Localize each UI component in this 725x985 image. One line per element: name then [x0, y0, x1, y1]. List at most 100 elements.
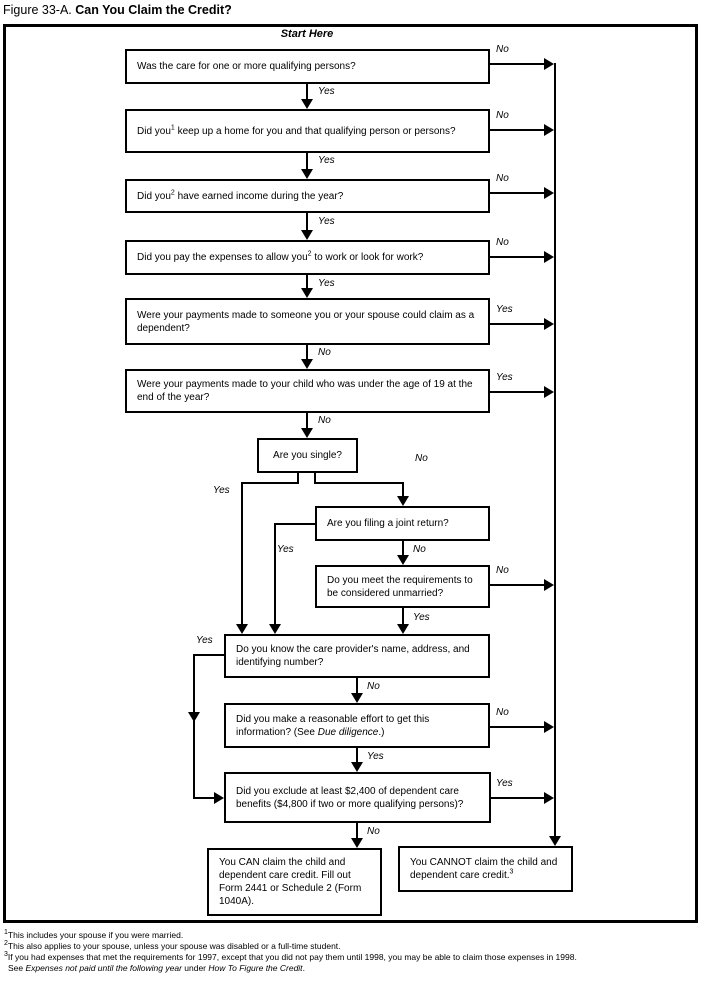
- connector-line: [490, 391, 545, 393]
- footnote-1: 1This includes your spouse if you were m…: [4, 929, 184, 940]
- no-label: No: [496, 707, 509, 718]
- box-payments-dependent: Were your payments made to someone you o…: [125, 298, 490, 345]
- no-label: No: [413, 544, 426, 555]
- box-can-claim: You CAN claim the child and dependent ca…: [207, 848, 382, 916]
- figure-title-prefix: Figure 33-A.: [3, 3, 72, 17]
- connector-line: [490, 192, 545, 194]
- yes-label: Yes: [277, 544, 294, 555]
- connector-line: [491, 797, 545, 799]
- yes-label: Yes: [496, 304, 513, 315]
- box-payments-child-under-19: Were your payments made to your child wh…: [125, 369, 490, 413]
- arrow-head-into-cannot: [549, 836, 561, 846]
- arrow-head: [544, 579, 554, 591]
- no-label: No: [367, 826, 380, 837]
- box-qualifying-persons: Was the care for one or more qualifying …: [125, 49, 490, 84]
- arrow-head: [188, 712, 200, 722]
- arrow-head: [301, 99, 313, 109]
- arrow-head: [301, 359, 313, 369]
- box-pay-expenses: Did you pay the expenses to allow you2 t…: [125, 240, 490, 275]
- box-considered-unmarried: Do you meet the requirements to be consi…: [315, 565, 490, 608]
- arrow-head: [544, 792, 554, 804]
- connector-trunk-line: [554, 63, 556, 838]
- connector-line: [306, 345, 308, 361]
- connector-line: [306, 213, 308, 232]
- connector-line: [356, 823, 358, 840]
- start-here-label: Start Here: [280, 28, 334, 40]
- arrow-head: [397, 496, 409, 506]
- footnote-2: 2This also applies to your spouse, unles…: [4, 940, 341, 951]
- figure-title-bold: Can You Claim the Credit?: [75, 3, 232, 17]
- connector-line: [274, 523, 276, 628]
- no-label: No: [496, 173, 509, 184]
- connector-line: [193, 654, 224, 656]
- arrow-head: [397, 555, 409, 565]
- connector-line: [306, 275, 308, 290]
- connector-line: [490, 584, 545, 586]
- yes-label: Yes: [496, 778, 513, 789]
- connector-line: [306, 413, 308, 430]
- arrow-head: [269, 624, 281, 634]
- box-are-you-single: Are you single?: [257, 438, 358, 473]
- arrow-head: [351, 693, 363, 703]
- yes-label: Yes: [213, 485, 230, 496]
- arrow-head: [544, 124, 554, 136]
- connector-line: [402, 482, 404, 498]
- arrow-head: [351, 838, 363, 848]
- arrow-head: [544, 721, 554, 733]
- no-label: No: [496, 237, 509, 248]
- connector-line: [274, 523, 315, 525]
- yes-label: Yes: [318, 86, 335, 97]
- arrow-head: [236, 624, 248, 634]
- no-label: No: [496, 44, 509, 55]
- connector-line: [402, 541, 404, 557]
- arrow-head: [301, 428, 313, 438]
- yes-label: Yes: [196, 635, 213, 646]
- no-label: No: [496, 565, 509, 576]
- no-label: No: [367, 681, 380, 692]
- connector-line: [297, 473, 299, 484]
- arrow-head: [544, 58, 554, 70]
- yes-label: Yes: [318, 216, 335, 227]
- arrow-head: [301, 230, 313, 240]
- no-label: No: [496, 110, 509, 121]
- arrow-head: [544, 251, 554, 263]
- connector-line: [241, 482, 243, 628]
- connector-line: [356, 678, 358, 695]
- box-keep-up-home: Did you1 keep up a home for you and that…: [125, 109, 490, 153]
- box-exclude-benefits: Did you exclude at least $2,400 of depen…: [224, 772, 491, 823]
- arrow-head: [544, 386, 554, 398]
- connector-line: [490, 323, 545, 325]
- no-label: No: [318, 347, 331, 358]
- arrow-head: [214, 792, 224, 804]
- connector-line: [490, 129, 545, 131]
- connector-line: [314, 482, 404, 484]
- arrow-head: [544, 318, 554, 330]
- footnote-3: 3If you had expenses that met the requir…: [4, 951, 577, 962]
- box-cannot-claim: You CANNOT claim the child and dependent…: [398, 846, 573, 892]
- yes-label: Yes: [367, 751, 384, 762]
- yes-label: Yes: [318, 155, 335, 166]
- yes-label: Yes: [413, 612, 430, 623]
- connector-line: [306, 84, 308, 101]
- connector-line: [490, 63, 545, 65]
- arrow-head: [301, 288, 313, 298]
- connector-line: [193, 797, 216, 799]
- connector-line: [402, 608, 404, 626]
- connector-line: [193, 654, 195, 799]
- arrow-head: [544, 187, 554, 199]
- connector-line: [306, 153, 308, 171]
- yes-label: Yes: [496, 372, 513, 383]
- figure-title: Figure 33-A. Can You Claim the Credit?: [3, 3, 232, 17]
- box-care-provider-info: Do you know the care provider's name, ad…: [224, 634, 490, 678]
- box-earned-income: Did you2 have earned income during the y…: [125, 179, 490, 213]
- arrow-head: [397, 624, 409, 634]
- flowchart-frame: [3, 24, 698, 923]
- connector-line: [490, 256, 545, 258]
- connector-line: [356, 748, 358, 764]
- connector-line: [314, 473, 316, 484]
- arrow-head: [351, 762, 363, 772]
- yes-label: Yes: [318, 278, 335, 289]
- no-label: No: [415, 453, 428, 464]
- footnote-4: See Expenses not paid until the followin…: [8, 963, 305, 973]
